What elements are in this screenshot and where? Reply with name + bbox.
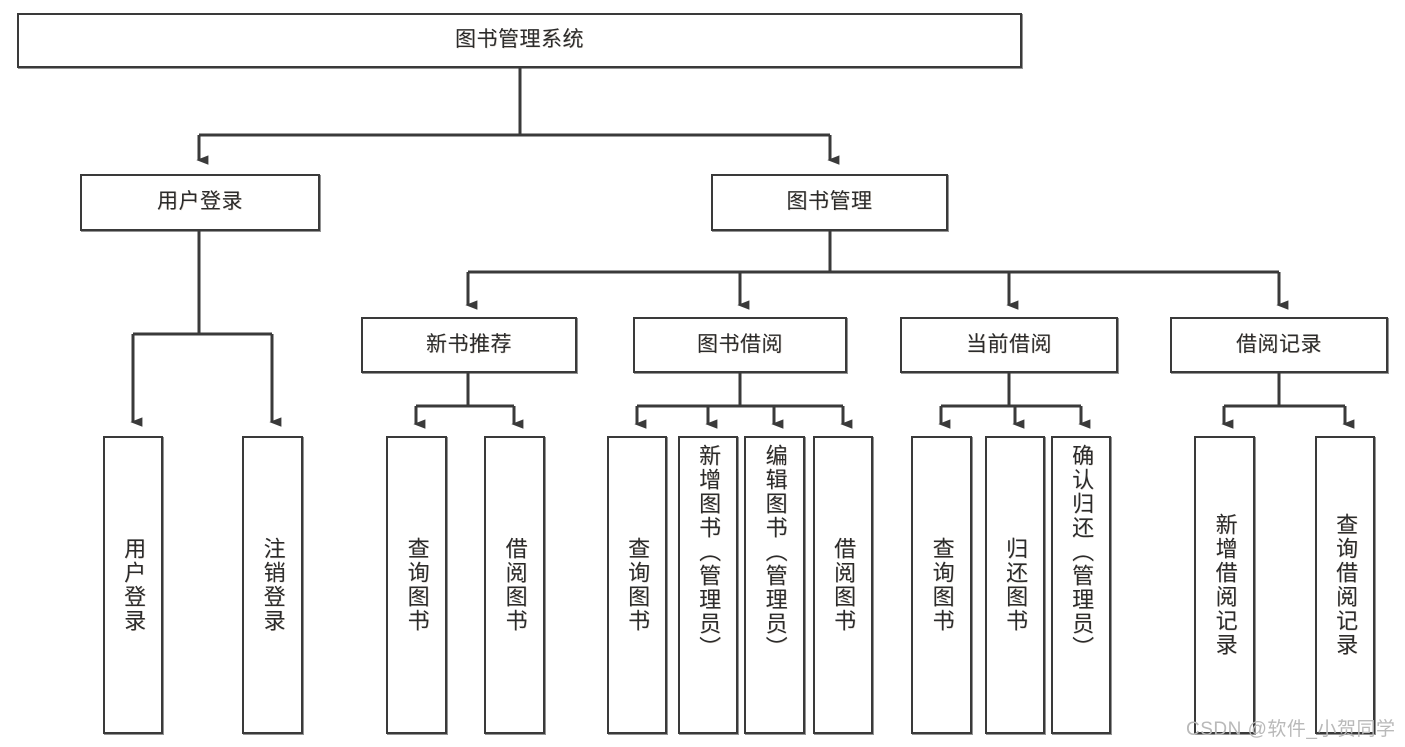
node-leaf-query-book-borrow[interactable]: 查询图书 — [607, 436, 667, 734]
node-leaf-edit-book-admin[interactable]: 编辑图书（管理员） — [744, 436, 805, 734]
node-leaf-query-book-current[interactable]: 查询图书 — [911, 436, 972, 734]
node-book-borrow[interactable]: 图书借阅 — [633, 317, 847, 373]
node-label: 图书管理 — [786, 190, 873, 214]
node-leaf-confirm-return-admin[interactable]: 确认归还（管理员） — [1051, 436, 1111, 734]
node-label: 新增图书（管理员） — [696, 444, 722, 660]
node-label: 新增借阅记录 — [1212, 513, 1238, 657]
node-leaf-add-borrow-record[interactable]: 新增借阅记录 — [1194, 436, 1255, 734]
node-label: 当前借阅 — [966, 332, 1052, 356]
node-label: 查询图书 — [625, 537, 651, 633]
node-leaf-logout[interactable]: 注销登录 — [242, 436, 303, 734]
node-leaf-user-login[interactable]: 用户登录 — [103, 436, 163, 734]
node-label: 图书借阅 — [697, 332, 783, 356]
node-label: 查询图书 — [404, 537, 430, 633]
node-label: 确认归还（管理员） — [1069, 444, 1095, 660]
node-leaf-borrow-book-recommend[interactable]: 借阅图书 — [484, 436, 545, 734]
node-book-manage[interactable]: 图书管理 — [711, 174, 948, 231]
node-label: 注销登录 — [260, 537, 286, 633]
node-label: 查询图书 — [929, 537, 955, 633]
node-label: 图书管理系统 — [455, 28, 584, 52]
node-label: 新书推荐 — [426, 332, 512, 356]
node-root-system[interactable]: 图书管理系统 — [17, 13, 1022, 68]
node-leaf-query-book-recommend[interactable]: 查询图书 — [386, 436, 447, 734]
node-label: 借阅图书 — [502, 537, 528, 633]
node-label: 借阅记录 — [1236, 332, 1322, 356]
node-new-book-recommend[interactable]: 新书推荐 — [361, 317, 577, 373]
node-leaf-add-book-admin[interactable]: 新增图书（管理员） — [678, 436, 738, 734]
node-borrow-record[interactable]: 借阅记录 — [1170, 317, 1388, 373]
node-leaf-return-book[interactable]: 归还图书 — [985, 436, 1045, 734]
node-label: 编辑图书（管理员） — [762, 444, 788, 660]
node-current-borrow[interactable]: 当前借阅 — [900, 317, 1118, 373]
node-label: 查询借阅记录 — [1333, 513, 1359, 657]
node-user-login[interactable]: 用户登录 — [80, 174, 320, 231]
node-label: 借阅图书 — [831, 537, 857, 633]
node-label: 用户登录 — [157, 190, 243, 214]
node-leaf-borrow-book[interactable]: 借阅图书 — [813, 436, 873, 734]
node-label: 用户登录 — [121, 537, 147, 633]
csdn-watermark: CSDN @软件_小贺同学 — [1186, 719, 1396, 740]
node-label: 归还图书 — [1003, 537, 1029, 633]
node-leaf-query-borrow-record[interactable]: 查询借阅记录 — [1315, 436, 1375, 734]
